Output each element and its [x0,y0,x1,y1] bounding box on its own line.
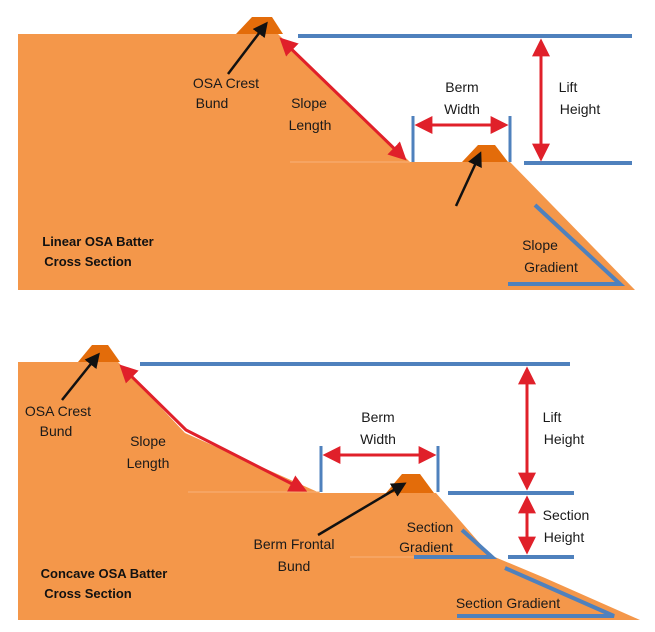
concave-lift-height-label-2: Height [544,431,585,447]
linear-slope-gradient-label-1: Slope [522,237,558,253]
concave-section-gradient-upper-label-1: Section [407,519,454,535]
concave-section-height-label-2: Height [544,529,585,545]
concave-slope-length-label-2: Length [127,455,170,471]
concave-title-line-2: Cross Section [44,586,131,601]
concave-panel: OSA Crest Bund Slope Length Berm Width L… [18,345,640,620]
linear-crest-bund-pointer [227,21,268,75]
linear-berm-bund-pointer [454,151,482,207]
concave-slope-length-arrow [119,364,308,492]
linear-slope-length-label-2: Length [289,117,332,133]
concave-berm-width-label-1: Berm [361,409,394,425]
concave-berm-width-label-2: Width [360,431,396,447]
linear-slope-length-label-1: Slope [291,95,327,111]
concave-lift-height-label-1: Lift [543,409,562,425]
concave-section-gradient-upper-mark [414,528,498,559]
concave-section-gradient-lower-label: Section Gradient [456,595,560,611]
concave-section-gradient-upper-label-2: Gradient [399,539,453,555]
concave-berm-frontal-bund-label-2: Bund [278,558,311,574]
linear-lift-height-label-1: Lift [559,79,578,95]
linear-crest-bund-label-2: Bund [196,95,229,111]
linear-berm-width-label-2: Width [444,101,480,117]
concave-crest-bund-pointer [61,352,100,401]
linear-berm-width-label-1: Berm [445,79,478,95]
concave-crest-bund-label-1: OSA Crest [25,403,91,419]
linear-slope-length-arrow [279,37,407,161]
linear-slope-gradient-label-2: Gradient [524,259,578,275]
concave-berm-frontal-bund-label-1: Berm Frontal [254,536,335,552]
concave-crest-bund-label-2: Bund [40,423,73,439]
linear-berm-bund [462,145,508,162]
concave-section-height-label-1: Section [543,507,590,523]
linear-lift-height-label-2: Height [560,101,601,117]
concave-berm-bund-pointer [317,482,407,537]
linear-crest-bund-label-1: OSA Crest [193,75,259,91]
linear-title-line-1: Linear OSA Batter [42,234,154,249]
linear-title-line-2: Cross Section [44,254,131,269]
linear-slope-gradient-mark [508,203,626,286]
linear-panel: OSA Crest Bund Slope Length Berm Width L… [18,17,635,290]
concave-crest-bund [78,345,120,362]
concave-title-line-1: Concave OSA Batter [41,566,168,581]
concave-slope-length-label-1: Slope [130,433,166,449]
concave-section-gradient-lower-mark [457,566,615,618]
